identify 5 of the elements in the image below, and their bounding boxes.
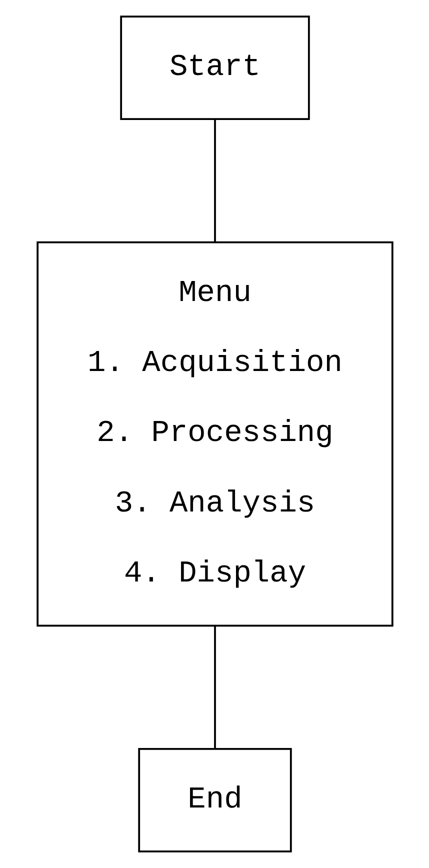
node-box: Start	[120, 16, 310, 120]
connector	[214, 119, 216, 242]
node-box: Menu 1. Acquisition 2. Processing 3. Analysis 4. Display	[36, 241, 393, 627]
connector	[214, 626, 216, 749]
node-box: End	[138, 748, 292, 852]
